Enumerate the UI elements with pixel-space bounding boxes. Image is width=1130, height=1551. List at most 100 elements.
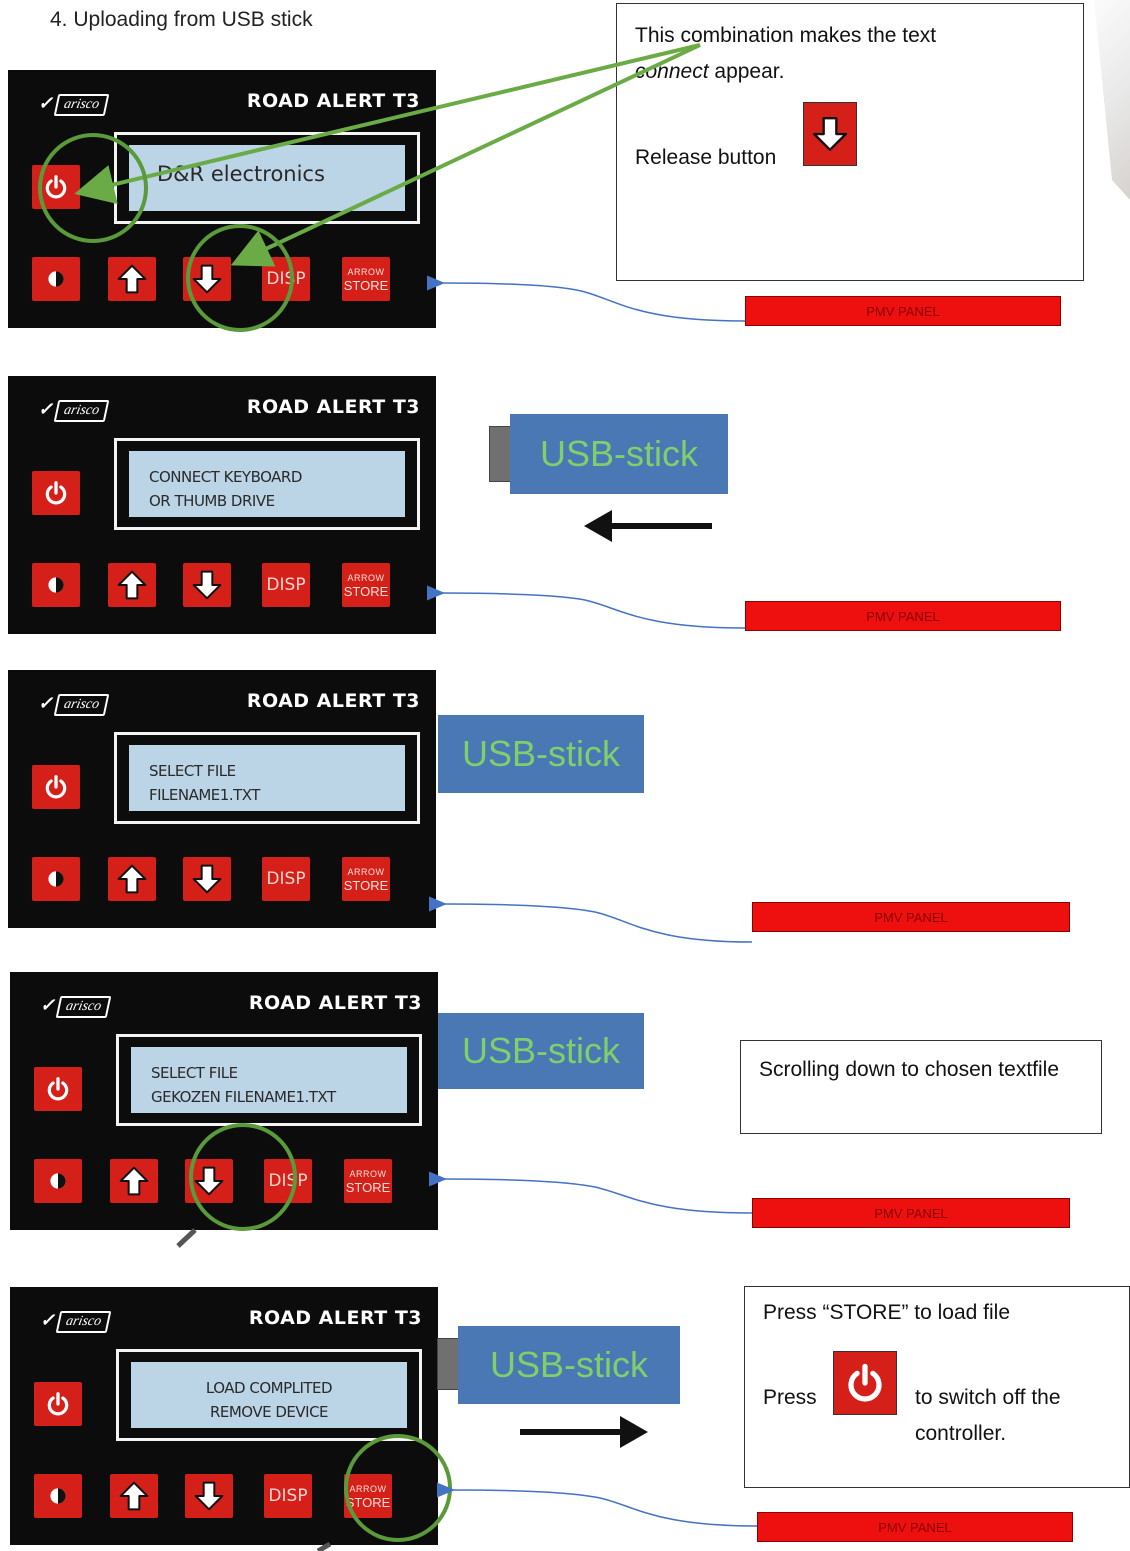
lcd-frame: SELECT FILE FILENAME1.TXT [114,732,420,824]
arrow-up-icon [116,569,148,601]
power-button[interactable] [32,765,80,809]
logo-text: arisco [55,1311,112,1333]
note-text: This combination makes the text [635,24,937,47]
store-button-label: STORE [345,1495,391,1510]
store-button-top-label: ARROW [347,267,385,277]
store-button-label: STORE [343,878,389,893]
store-button[interactable]: ARROW STORE [344,1159,392,1203]
lcd-line: LOAD COMPLITED [205,1379,333,1397]
lcd-line: D&R electronics [157,162,325,186]
store-button-top-label: ARROW [349,1169,387,1179]
up-button[interactable] [110,1159,158,1203]
model-name: ROAD ALERT T3 [246,396,420,418]
down-button[interactable] [183,257,231,301]
down-button[interactable] [183,857,231,901]
note-text-rest: appear. [708,60,785,83]
store-button[interactable]: ARROW STORE [342,857,390,901]
brightness-icon [43,266,69,292]
disp-button[interactable]: DISP [262,563,310,607]
arrow-up-icon [118,1480,150,1512]
logo-mark-icon: ✓ [38,93,54,113]
lcd-line: REMOVE DEVICE [209,1403,329,1421]
disp-button[interactable]: DISP [262,857,310,901]
arrow-down-icon [191,863,223,895]
store-button-label: STORE [345,1180,391,1195]
disp-button[interactable]: DISP [264,1474,312,1518]
brightness-button[interactable] [32,563,80,607]
lcd-line: SELECT FILE [149,762,236,780]
down-button[interactable] [185,1474,233,1518]
brightness-button[interactable] [34,1474,82,1518]
arrow-up-icon [116,263,148,295]
store-button[interactable]: ARROW STORE [344,1474,392,1518]
logo-mark-icon: ✓ [38,693,54,713]
note-text: Press “STORE” to load file [763,1301,1011,1324]
lcd-display: D&R electronics [129,145,405,211]
switch-off-text: to switch off the controller. [915,1386,1061,1445]
logo-mark-icon: ✓ [38,399,54,419]
store-button-label: STORE [343,584,389,599]
arrow-down-icon [193,1165,225,1197]
logo-text: arisco [53,400,110,422]
brightness-button[interactable] [34,1159,82,1203]
logo-mark-icon: ✓ [40,995,56,1015]
up-button[interactable] [108,857,156,901]
up-button[interactable] [108,257,156,301]
brightness-icon [45,1483,71,1509]
remove-arrow [520,1416,648,1448]
lcd-line: FILENAME1.TXT [149,786,260,804]
pmv-panel: PMV PANEL [745,296,1061,326]
disp-button[interactable]: DISP [264,1159,312,1203]
brightness-icon [43,866,69,892]
power-button[interactable] [32,471,80,515]
lcd-display: SELECT FILE FILENAME1.TXT [129,745,405,811]
up-button[interactable] [108,563,156,607]
logo-text: arisco [53,94,110,116]
disp-button[interactable]: DISP [262,257,310,301]
brightness-icon [45,1168,71,1194]
usb-stick-2: USB-stick [438,715,644,793]
brightness-button[interactable] [32,257,80,301]
power-button-icon [833,1351,897,1415]
release-row: Release button [635,102,1083,172]
arrow-down-icon [191,263,223,295]
note-text: connect appear. [635,54,1083,90]
arrow-up-icon [116,863,148,895]
logo-mark-icon: ✓ [40,1310,56,1330]
store-button[interactable]: ARROW STORE [342,563,390,607]
arrow-up-icon [118,1165,150,1197]
pmv-panel: PMV PANEL [757,1512,1073,1542]
release-label: Release button [635,146,777,169]
brightness-button[interactable] [32,857,80,901]
arrow-down-icon [193,1480,225,1512]
lcd-line: OR THUMB DRIVE [149,492,275,510]
model-name: ROAD ALERT T3 [248,992,422,1014]
power-button[interactable] [32,165,80,209]
insert-arrow [584,510,712,542]
power-button[interactable] [34,1067,82,1111]
lcd-frame: D&R electronics [114,132,420,224]
store-button-top-label: ARROW [347,573,385,583]
brand-logo: ✓ arisco [40,1309,140,1333]
note-store: Press “STORE” to load file Press to swit… [744,1286,1130,1488]
note-combination: This combination makes the text connect … [616,3,1084,281]
store-button[interactable]: ARROW STORE [342,257,390,301]
pmv-panel: PMV PANEL [752,902,1070,932]
up-button[interactable] [110,1474,158,1518]
power-icon [43,174,69,200]
power-button[interactable] [34,1382,82,1426]
store-button-top-label: ARROW [347,867,385,877]
down-button[interactable] [183,563,231,607]
connector-line [426,275,746,322]
down-button[interactable] [185,1159,233,1203]
lcd-frame: LOAD COMPLITED REMOVE DEVICE [116,1349,422,1441]
usb-stick-1: USB-stick [510,414,728,494]
pmv-panel: PMV PANEL [745,601,1061,631]
brand-logo: ✓ arisco [38,92,138,116]
